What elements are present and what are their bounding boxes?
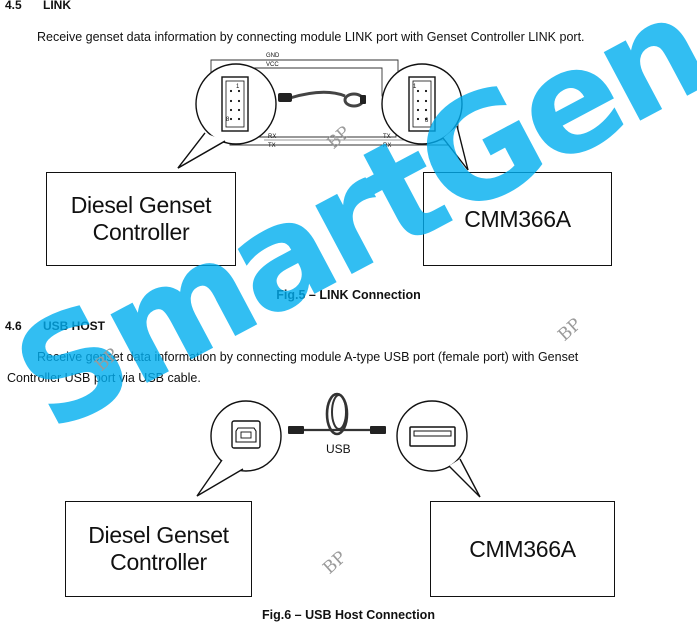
pin-8-left: 8 [226, 117, 230, 123]
box-label: CMM366A [469, 535, 576, 562]
label-tx-right: TX [383, 134, 391, 140]
label-gnd: GND [266, 53, 280, 59]
link-cable [278, 90, 366, 108]
section-paragraph-line-1: Receive genset data information by conne… [37, 350, 579, 364]
box-line-1: Diesel Genset [70, 192, 212, 218]
box-line-1: Diesel Genset [88, 522, 229, 548]
usb-cable-label: USB [326, 442, 351, 456]
box-label: CMM366A [464, 205, 571, 232]
section-title: LINK [43, 0, 71, 12]
section-title: USB HOST [43, 319, 106, 333]
section-paragraph: Receive genset data information by conne… [37, 30, 585, 44]
cmm366a-box: CMM366A [430, 501, 615, 597]
section-paragraph-line-2: Controller USB port via USB cable. [7, 371, 201, 385]
box-line-2: Controller [92, 219, 190, 245]
link-connection-diagram [177, 59, 469, 171]
usb-cable [288, 392, 386, 436]
figure-caption: Fig.6 – USB Host Connection [262, 608, 435, 622]
section-number: 4.5 [5, 0, 22, 12]
section-heading-usb-host: 4.6 USB HOST [5, 319, 105, 333]
section-number: 4.6 [5, 319, 22, 333]
pin-1-left: 1 [236, 84, 240, 90]
box-line-2: Controller [110, 549, 207, 575]
section-heading-link: 4.5 LINK [5, 0, 71, 12]
label-rx-left: RX [268, 134, 277, 140]
figure-caption: Fig.5 – LINK Connection [276, 288, 421, 302]
cmm366a-box: CMM366A [423, 172, 612, 266]
label-rx-right: RX [383, 143, 392, 149]
label-tx-left: TX [268, 143, 276, 149]
pin-1-right: 1 [413, 84, 417, 90]
label-vcc: VCC [266, 62, 279, 68]
pin-8-right: 8 [425, 118, 429, 124]
